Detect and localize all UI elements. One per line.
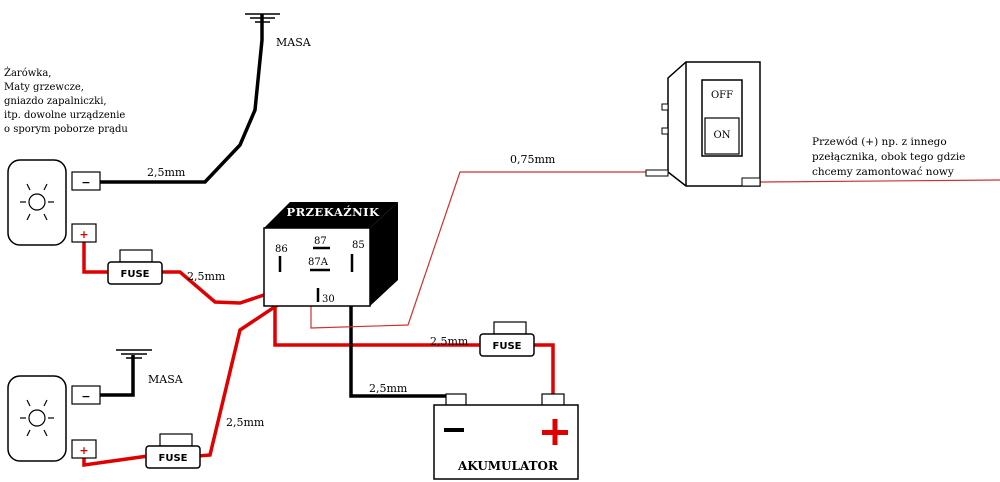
- label-wire-fuse1: 2,5mm: [187, 270, 226, 283]
- battery-minus-icon: [444, 428, 464, 432]
- wire-switch-signal: [310, 171, 648, 329]
- wire-fuse3-to-battery: [530, 343, 555, 398]
- pin-86: 86: [275, 244, 288, 255]
- device-top: − +: [7, 159, 101, 246]
- label-wire-switch: 0,75mm: [510, 153, 556, 166]
- device-bottom: − +: [7, 375, 101, 462]
- wire-device1-to-fuse1: [82, 234, 110, 274]
- svg-text:−: −: [81, 176, 90, 189]
- label-masa-bottom: MASA: [148, 373, 184, 386]
- label-masa-top: MASA: [276, 36, 312, 49]
- battery-plus-icon: [542, 419, 568, 445]
- ground-icon: [116, 349, 152, 359]
- rocker-switch[interactable]: OFF ON: [645, 61, 761, 187]
- wire-ground-top: [100, 14, 264, 184]
- svg-text:+: +: [79, 228, 88, 241]
- pin-87: 87: [314, 236, 327, 247]
- svg-text:FUSE: FUSE: [121, 269, 150, 280]
- switch-off-label: OFF: [711, 90, 733, 101]
- svg-text:FUSE: FUSE: [493, 341, 522, 352]
- pin-85: 85: [352, 240, 365, 251]
- wire-switch-output: [759, 179, 1000, 183]
- svg-text:FUSE: FUSE: [159, 453, 188, 464]
- battery-label: AKUMULATOR: [457, 459, 559, 473]
- svg-text:−: −: [81, 390, 90, 403]
- label-wire-ground-top: 2,5mm: [147, 166, 186, 179]
- label-wire-battery-plus: 2,5mm: [430, 335, 469, 348]
- battery: AKUMULATOR: [433, 393, 579, 480]
- relay-title: PRZEKAŹNIK: [286, 205, 380, 219]
- fuse-2: FUSE: [145, 433, 201, 469]
- svg-text:+: +: [79, 444, 88, 457]
- wire-ground-bottom: [100, 355, 135, 397]
- pin-30: 30: [322, 294, 335, 305]
- label-wire-fuse2: 2,5mm: [226, 416, 265, 429]
- label-wire-battery-minus: 2,5mm: [369, 382, 408, 395]
- device-note: Żarówka, Maty grzewcze, gniazdo zapalnic…: [4, 67, 129, 135]
- fuse-3: FUSE: [479, 321, 535, 357]
- fuse-1: FUSE: [107, 249, 163, 285]
- relay: PRZEKAŹNIK 86 87 87A 85 30: [263, 202, 398, 307]
- switch-note: Przewód (+) np. z innego pzełącznika, ob…: [812, 136, 969, 178]
- ground-icon: [245, 13, 280, 23]
- pin-87a: 87A: [308, 257, 329, 268]
- switch-on-label: ON: [714, 130, 731, 141]
